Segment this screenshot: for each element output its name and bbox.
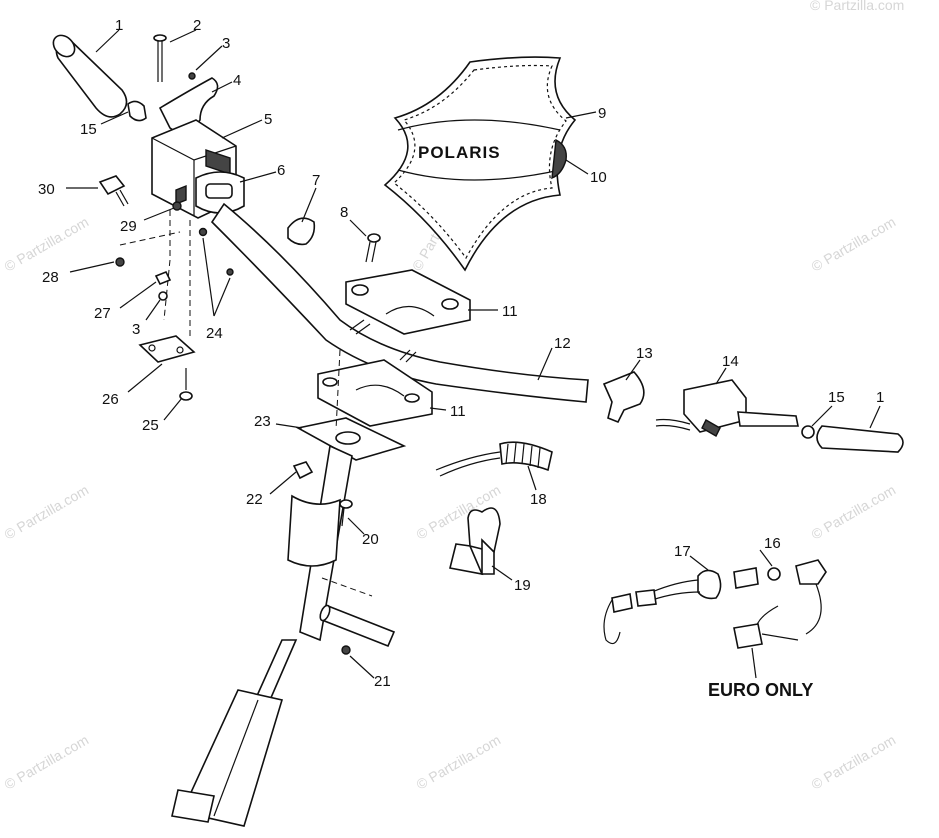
callouts: 1 2 3 4 15 5 6 30 29 7 9 10 8 28 27 3 24…	[38, 17, 884, 700]
sleeve	[319, 577, 396, 655]
callout-16: 16	[764, 535, 781, 552]
brake-lever-bracket	[602, 371, 645, 424]
handlebar-clamp-upper	[345, 269, 471, 335]
callout-18: 18	[530, 491, 547, 508]
end-plug	[127, 100, 147, 122]
leader-lines	[66, 29, 881, 679]
bolt	[365, 233, 381, 263]
guide-line	[163, 210, 171, 321]
watermark: © Partzilla.com	[414, 732, 504, 793]
callout-29: 29	[120, 218, 137, 235]
callout-1: 1	[115, 17, 123, 34]
callout-1b: 1	[876, 389, 884, 406]
end-plug	[801, 425, 815, 439]
callout-2: 2	[193, 17, 201, 34]
screw	[198, 227, 208, 237]
callout-15b: 15	[828, 389, 845, 406]
callout-21: 21	[374, 673, 391, 690]
handlebar-clamp-lower	[317, 359, 433, 427]
screw	[172, 201, 182, 211]
callout-24: 24	[206, 325, 223, 342]
callout-25: 25	[142, 417, 159, 434]
nut	[154, 270, 172, 286]
callout-14: 14	[722, 353, 739, 370]
callout-11b: 11	[450, 403, 466, 420]
callout-15: 15	[80, 121, 97, 138]
callout-7: 7	[312, 172, 320, 189]
choke-knob	[287, 217, 316, 246]
callout-4: 4	[233, 72, 241, 89]
callout-28: 28	[42, 269, 59, 286]
mounting-plate	[138, 335, 196, 363]
screw	[339, 499, 353, 527]
watermark: © Partzilla.com	[2, 482, 92, 543]
callout-26: 26	[102, 391, 119, 408]
callout-19: 19	[514, 577, 531, 594]
callout-13: 13	[636, 345, 653, 362]
callout-23: 23	[254, 413, 271, 430]
left-grip	[52, 34, 128, 118]
callout-3: 3	[222, 35, 230, 52]
watermark: © Partzilla.com	[2, 214, 92, 275]
screw	[179, 368, 193, 401]
callout-3b: 3	[132, 321, 140, 338]
callout-22: 22	[246, 491, 263, 508]
lock-washer	[158, 291, 168, 301]
watermark: © Partzilla.com	[809, 482, 899, 543]
nut	[292, 461, 314, 480]
callout-27: 27	[94, 305, 111, 322]
callout-9: 9	[598, 105, 606, 122]
kill-switch-assembly	[603, 559, 827, 649]
bolt	[153, 34, 167, 82]
guide-line	[119, 231, 181, 246]
heater-coil	[435, 441, 553, 477]
watermark: © Partzilla.com	[809, 214, 899, 275]
callout-8: 8	[340, 204, 348, 221]
nut	[115, 257, 125, 267]
watermark: © Partzilla.com	[809, 732, 899, 793]
callout-11: 11	[502, 303, 518, 320]
watermark: © Partzilla.com	[810, 0, 904, 13]
callout-6: 6	[277, 162, 285, 179]
callout-20: 20	[362, 531, 379, 548]
mounting-bracket	[449, 507, 501, 576]
cable-adjuster	[98, 175, 129, 207]
callout-10: 10	[590, 169, 607, 186]
screw	[226, 268, 234, 276]
handlebar	[210, 202, 589, 403]
watermark: © Partzilla.com	[2, 732, 92, 793]
right-grip	[816, 425, 904, 453]
handlebar-pad: POLARIS	[383, 56, 577, 272]
brand-logo: POLARIS	[418, 143, 501, 162]
throttle-housing	[151, 119, 245, 219]
brake-master-cylinder	[655, 379, 799, 437]
callout-5: 5	[264, 111, 272, 128]
euro-only-note: EURO ONLY	[708, 680, 813, 700]
callout-30: 30	[38, 181, 55, 198]
nut	[188, 72, 196, 80]
callout-12: 12	[554, 335, 571, 352]
steering-post	[171, 349, 407, 827]
callout-17: 17	[674, 543, 691, 560]
